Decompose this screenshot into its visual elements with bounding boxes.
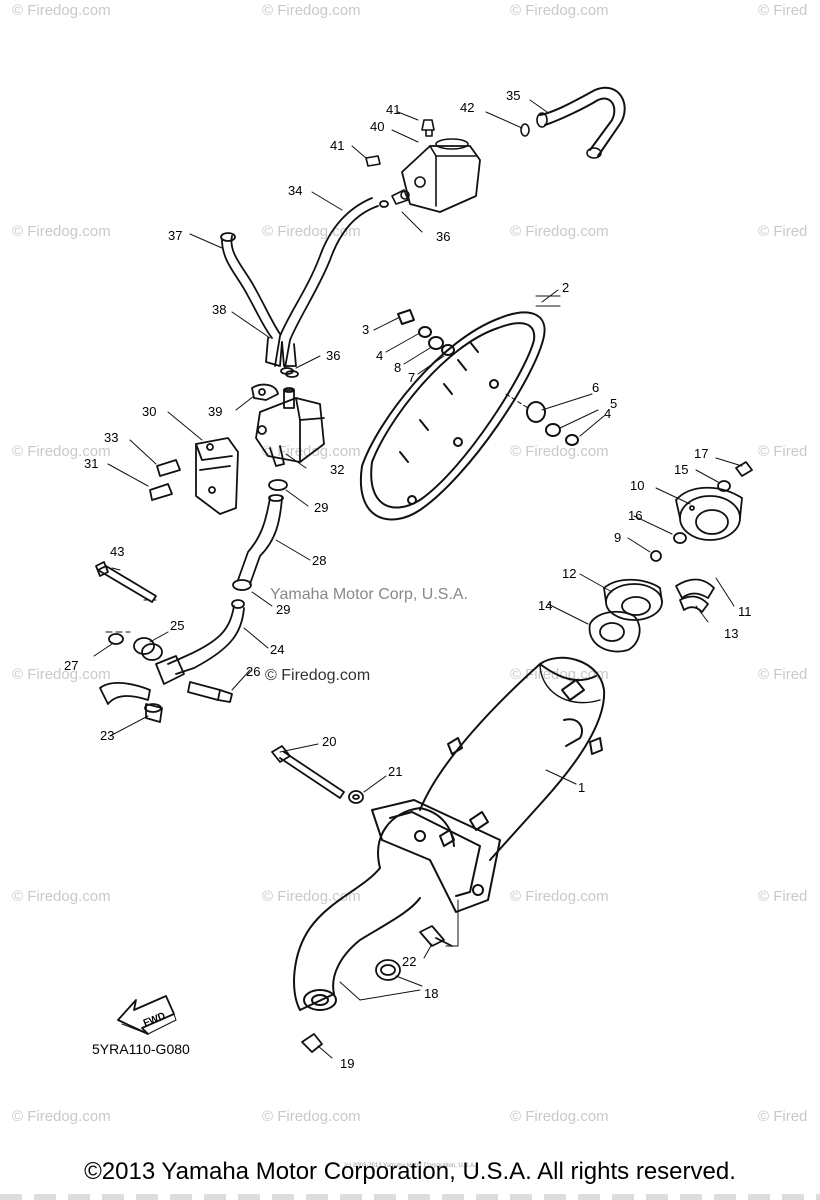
label-16: 16: [628, 508, 642, 523]
label-3: 3: [362, 322, 369, 337]
watermark: © Firedog.com: [510, 1108, 609, 1125]
watermark: © Firedog.com: [510, 2, 609, 19]
label-26: 26: [246, 664, 260, 679]
watermark: © Firedog.com: [510, 223, 609, 240]
label-18: 18: [424, 986, 438, 1001]
label-22: 22: [402, 954, 416, 969]
watermark: © Firedog.com: [262, 443, 361, 460]
watermark: © Fired: [758, 223, 808, 240]
diagram-code: 5YRA110-G080: [92, 1041, 190, 1057]
label-38: 38: [212, 302, 226, 317]
label-37: 37: [168, 228, 182, 243]
watermark: © Firedog.com: [12, 223, 111, 240]
label-1: 1: [578, 780, 585, 795]
label-19: 19: [340, 1056, 354, 1071]
label-31: 31: [84, 456, 98, 471]
label-36: 36: [326, 348, 340, 363]
label-7: 7: [408, 370, 415, 385]
firedog-watermark: © Firedog.com: [265, 667, 371, 684]
label-4: 4: [604, 406, 611, 421]
label-15: 15: [674, 462, 688, 477]
watermark: © Fired: [758, 443, 808, 460]
hose-35-drawing: [536, 86, 626, 159]
part-labels: 35 42 41 40 41 34 36 37 2 38 3 4 36 8 7 …: [64, 88, 752, 1071]
label-41: 41: [386, 102, 400, 117]
label-20: 20: [322, 734, 336, 749]
label-11: 11: [738, 604, 752, 619]
watermark: © Firedog.com: [12, 443, 111, 460]
air-cleaner-cover-2-drawing: [359, 309, 579, 521]
label-8: 8: [394, 360, 401, 375]
label-23: 23: [100, 728, 114, 743]
label-2: 2: [562, 280, 569, 295]
label-29: 29: [314, 500, 328, 515]
label-17: 17: [694, 446, 708, 461]
fwd-arrow-icon: [117, 995, 177, 1035]
label-30: 30: [142, 404, 156, 419]
label-27: 27: [64, 658, 78, 673]
label-42: 42: [460, 100, 474, 115]
yamaha-watermark: Yamaha Motor Corp, U.S.A.: [270, 586, 468, 603]
valve-40-drawing: [365, 119, 530, 213]
watermark: © Firedog.com: [12, 2, 111, 19]
hoses-34-37-38-drawing: [220, 197, 389, 378]
label-29: 29: [276, 602, 290, 617]
label-35: 35: [506, 88, 520, 103]
copyright-micro: (c) 2003-2013 Yamaha Motor Corporation, …: [344, 1163, 476, 1169]
label-25: 25: [170, 618, 184, 633]
label-6: 6: [592, 380, 599, 395]
label-32: 32: [330, 462, 344, 477]
label-24: 24: [270, 642, 284, 657]
end-cap-parts-drawing: [588, 461, 753, 653]
label-39: 39: [208, 404, 222, 419]
reed-valve-32-drawing: [149, 383, 325, 515]
watermark: © Firedog.com: [262, 888, 361, 905]
label-40: 40: [370, 119, 384, 134]
label-13: 13: [724, 626, 738, 641]
watermark: © Fired: [758, 1108, 808, 1125]
leader-lines: [93, 99, 743, 1059]
watermark: © Firedog.com: [510, 443, 609, 460]
watermark: © Firedog.com: [12, 666, 111, 683]
label-36: 36: [436, 229, 450, 244]
label-14: 14: [538, 598, 552, 613]
label-43: 43: [110, 544, 124, 559]
watermark: © Fired: [758, 888, 808, 905]
watermark: © Fired: [758, 666, 808, 683]
watermark: © Firedog.com: [12, 888, 111, 905]
label-34: 34: [288, 183, 302, 198]
bolt-22-gasket-18-nut-19-drawing: [301, 899, 459, 1053]
label-5: 5: [610, 396, 617, 411]
bottom-watermark-strip: [0, 1194, 820, 1200]
hose-28-pipe-24-drawing: [95, 494, 284, 723]
muffler-1-drawing: [293, 656, 606, 1011]
label-4: 4: [376, 348, 383, 363]
watermark: © Fired: [758, 2, 808, 19]
watermark: © Firedog.com: [12, 1108, 111, 1125]
label-33: 33: [104, 430, 118, 445]
label-41: 41: [330, 138, 344, 153]
label-12: 12: [562, 566, 576, 581]
watermark: © Firedog.com: [262, 1108, 361, 1125]
label-10: 10: [630, 478, 644, 493]
label-21: 21: [388, 764, 402, 779]
bolt-20-washer-21-drawing: [271, 745, 364, 804]
watermark: © Firedog.com: [262, 2, 361, 19]
label-9: 9: [614, 530, 621, 545]
copyright-notice: ©2013 Yamaha Motor Corporation, U.S.A. A…: [84, 1158, 736, 1185]
watermark: © Firedog.com: [510, 888, 609, 905]
label-28: 28: [312, 553, 326, 568]
